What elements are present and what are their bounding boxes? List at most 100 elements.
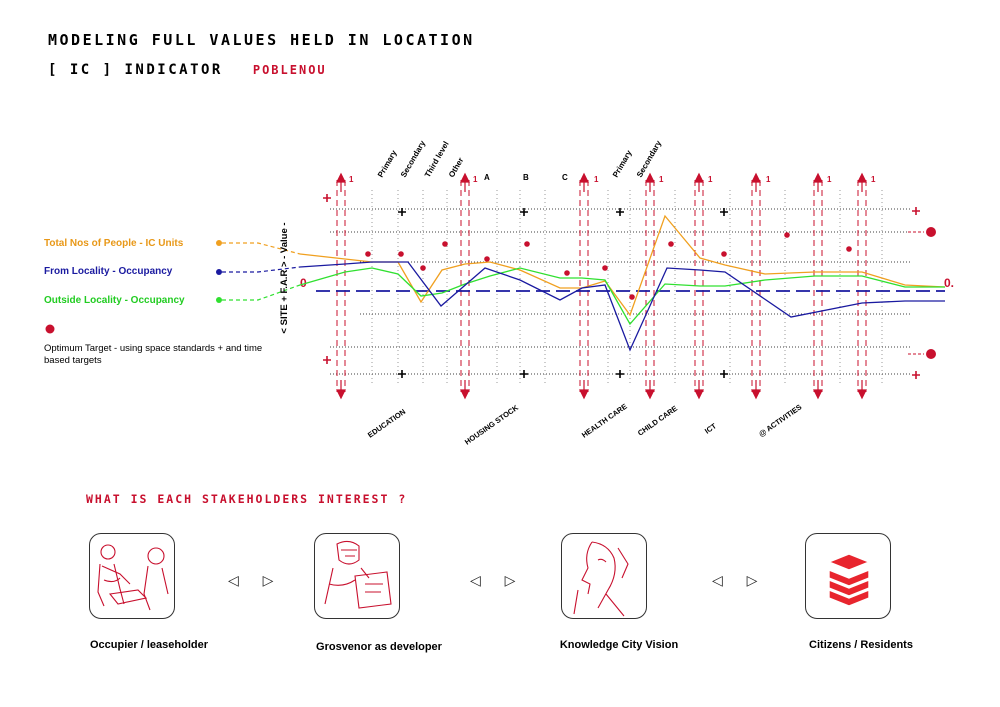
arrowhead-down-2 xyxy=(460,389,470,400)
target-note: Optimum Target - using space standards +… xyxy=(44,343,263,366)
target-dot-10 xyxy=(668,241,674,247)
one-marker-3: 1 xyxy=(594,175,599,184)
col-label-b: B xyxy=(523,173,529,182)
stacked-layers-icon xyxy=(827,553,871,607)
category-housing-stock: HOUSING STOCK xyxy=(463,403,520,447)
category-child-care: CHILD CARE xyxy=(636,404,679,438)
target-dot-6 xyxy=(524,241,530,247)
arrowhead-down-1 xyxy=(336,389,346,400)
one-marker-5: 1 xyxy=(708,175,713,184)
stakeholder-card-occupier[interactable] xyxy=(89,533,175,619)
plus-top-2 xyxy=(520,208,528,216)
target-dot-3 xyxy=(420,265,426,271)
category-ict: ICT xyxy=(703,421,718,436)
right-target-top xyxy=(926,227,936,237)
right-target-bottom xyxy=(926,349,936,359)
target-dot-9 xyxy=(629,294,635,300)
one-marker-4: 1 xyxy=(659,175,664,184)
arrowhead-up-5 xyxy=(694,172,704,183)
stakeholder-card-developer[interactable] xyxy=(314,533,400,619)
col-label-a: A xyxy=(484,173,490,182)
target-dot-8 xyxy=(602,265,608,271)
red-plus-left-top xyxy=(323,194,331,202)
category-education: EDUCATION xyxy=(366,407,407,440)
legend-target-dot xyxy=(45,324,55,334)
target-dot-12 xyxy=(784,232,790,238)
arrowhead-up-4 xyxy=(645,172,655,183)
one-marker-7: 1 xyxy=(827,175,832,184)
divider-arrows xyxy=(336,172,867,400)
arrowhead-up-1 xyxy=(336,172,346,183)
target-dots xyxy=(365,232,852,300)
plus-top-1 xyxy=(398,208,406,216)
series-people-line xyxy=(299,214,946,317)
one-marker-6: 1 xyxy=(766,175,771,184)
legend-locality-connector xyxy=(222,266,301,273)
red-plus-markers xyxy=(323,194,920,379)
target-dot-13 xyxy=(846,246,852,252)
legend-connectors xyxy=(45,240,301,334)
plus-top-3 xyxy=(616,208,624,216)
legend-people-dot xyxy=(216,240,222,246)
stakeholder-card-knowledge-city[interactable] xyxy=(561,533,647,619)
arrowhead-up-2 xyxy=(460,172,470,183)
value-diagram: < SITE + F.A.R > - Value - 0 0. xyxy=(45,139,954,447)
stakeholder-card-citizens[interactable] xyxy=(805,533,891,619)
axis-label: < SITE + F.A.R > - Value - xyxy=(279,222,290,333)
target-dot-5 xyxy=(484,256,490,262)
developer-sketch-icon xyxy=(324,540,392,609)
column-headers: Primary Secondary Third level Other A B … xyxy=(376,139,664,182)
plus-markers xyxy=(398,208,728,378)
arrowhead-up-8 xyxy=(857,172,867,183)
arrowhead-up-3 xyxy=(579,172,589,183)
series-outside-line xyxy=(299,267,945,326)
red-plus-right-top xyxy=(912,207,920,215)
col-label-primary-2: Primary xyxy=(611,148,634,179)
one-marker-1: 1 xyxy=(349,175,354,184)
arrowhead-down-6 xyxy=(751,389,761,400)
legend-locality-dot xyxy=(216,269,222,275)
col-label-primary: Primary xyxy=(376,148,399,179)
stakeholder-label-citizens: Citizens / Residents xyxy=(809,639,913,651)
separator-1: ◁ ▷ xyxy=(228,572,284,588)
stakeholder-label-developer: Grosvenor as developer xyxy=(316,641,442,653)
arrowhead-down-3 xyxy=(579,389,589,400)
separator-3: ◁ ▷ xyxy=(712,572,768,588)
legend-people-label: Total Nos of People - IC Units xyxy=(44,238,184,249)
target-dot-11 xyxy=(721,251,727,257)
page-title: MODELING FULL VALUES HELD IN LOCATION xyxy=(48,31,475,49)
plus-bottom-3 xyxy=(616,370,624,378)
plus-bottom-2 xyxy=(520,370,528,378)
target-dot-4 xyxy=(442,241,448,247)
arrowhead-down-5 xyxy=(694,389,704,400)
divider-one-markers: 1 1 1 1 1 1 1 1 xyxy=(349,175,876,184)
stakeholders-question: WHAT IS EACH STAKEHOLDERS INTEREST ? xyxy=(86,492,408,506)
location-label: POBLENOU xyxy=(252,63,327,77)
arrowhead-down-7 xyxy=(813,389,823,400)
legend-outside-dot xyxy=(216,297,222,303)
target-dot-7 xyxy=(564,270,570,276)
zero-label-right: 0. xyxy=(944,276,954,290)
plus-top-4 xyxy=(720,208,728,216)
red-plus-right-bottom xyxy=(912,371,920,379)
plus-bottom-4 xyxy=(720,370,728,378)
col-label-c: C xyxy=(562,173,568,182)
col-label-other: Other xyxy=(447,156,465,179)
arrowhead-down-4 xyxy=(645,389,655,400)
legend-locality-label: From Locality - Occupancy xyxy=(44,266,173,277)
category-health-care: HEALTH CARE xyxy=(580,402,629,440)
one-marker-8: 1 xyxy=(871,175,876,184)
knowledge-city-sketch-icon xyxy=(573,541,629,617)
arrowhead-up-7 xyxy=(813,172,823,183)
target-dot-2 xyxy=(398,251,404,257)
column-guides xyxy=(371,190,883,385)
red-plus-left-bottom xyxy=(323,356,331,364)
legend-outside-connector xyxy=(222,284,301,301)
legend-outside-label: Outside Locality - Occupancy xyxy=(44,295,185,306)
col-label-secondary-2: Secondary xyxy=(635,139,664,179)
separator-2: ◁ ▷ xyxy=(470,572,526,588)
right-targets xyxy=(908,227,936,359)
category-activities: @ ACTIVITIES xyxy=(757,402,803,438)
stakeholder-label-occupier: Occupier / leaseholder xyxy=(90,639,208,651)
